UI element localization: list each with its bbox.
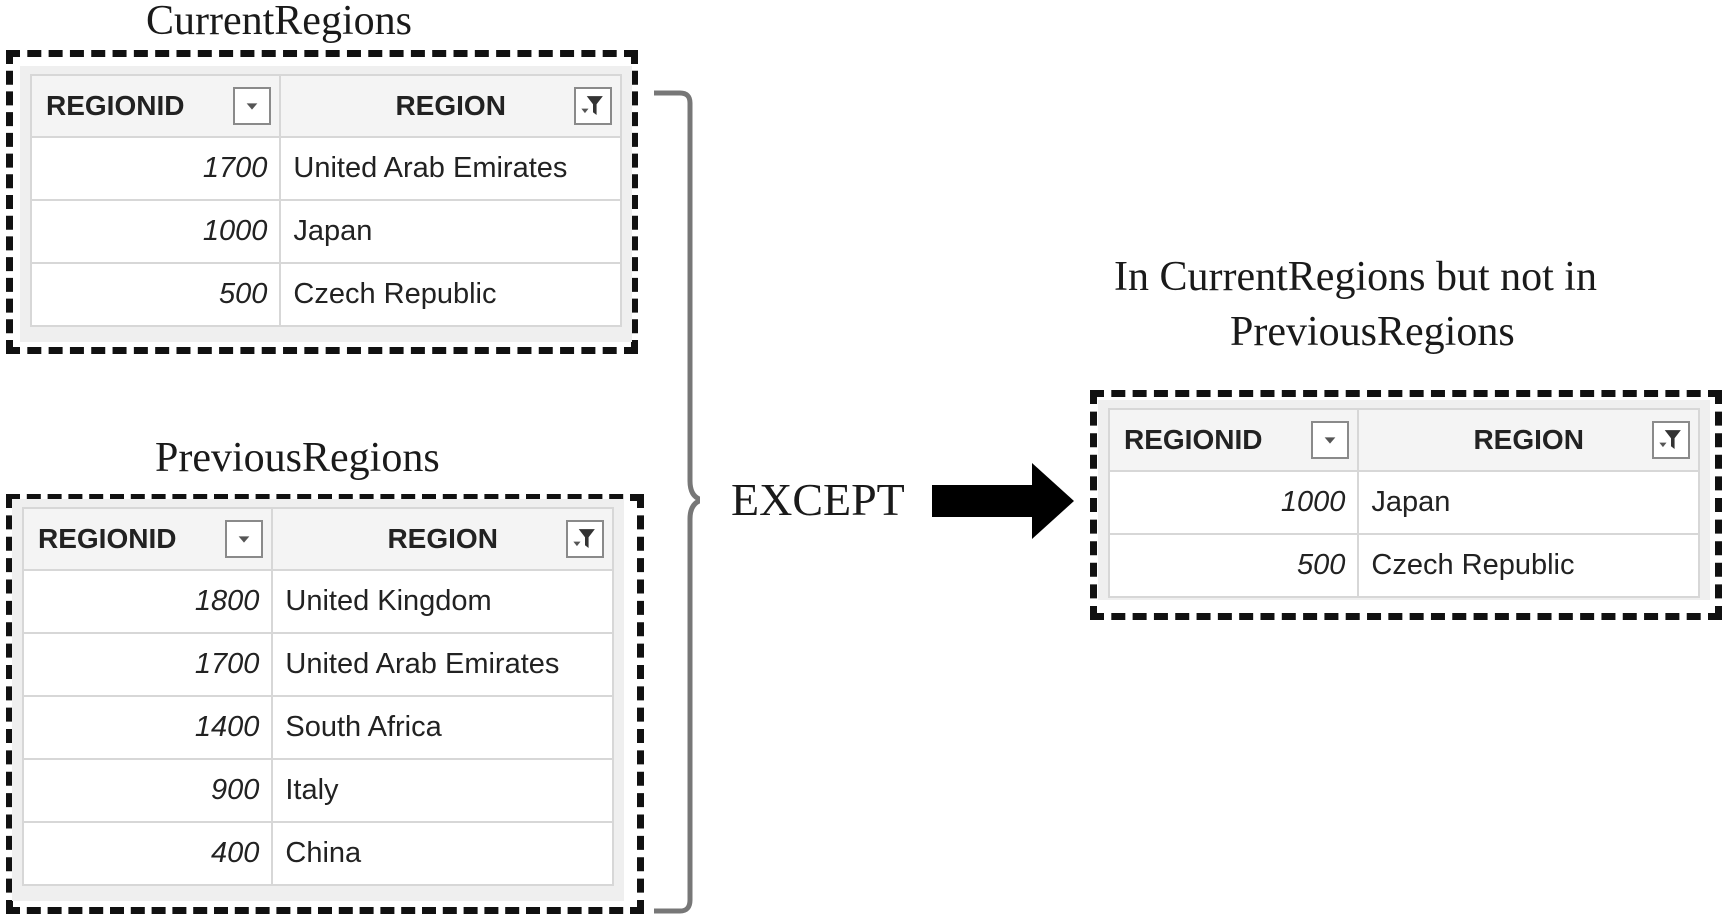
regionid-cell: 1000	[29, 199, 282, 264]
regionid-cell: 500	[1107, 533, 1360, 598]
regionid-cell: 500	[29, 262, 282, 327]
previous-regions-grid: REGIONID REGION 1800 United Kingdom	[12, 499, 624, 901]
grouping-brace	[654, 90, 700, 914]
header-row: REGIONID REGION	[1107, 408, 1700, 472]
header-row: REGIONID REGION	[29, 74, 622, 138]
column-header-label: REGIONID	[46, 90, 185, 121]
regionid-cell: 1400	[21, 695, 274, 760]
current-regions-grid: REGIONID REGION 1700 United Arab Emirate…	[20, 66, 632, 342]
table-row: 400 China	[21, 821, 614, 886]
result-frame	[1090, 390, 1722, 620]
result-grid: REGIONID REGION 1000 Japan 500	[1098, 400, 1710, 600]
region-cell: Italy	[271, 758, 614, 823]
filter-icon[interactable]	[566, 520, 604, 558]
filter-icon[interactable]	[574, 87, 612, 125]
result-title-line: PreviousRegions	[1230, 308, 1515, 355]
region-cell: United Kingdom	[271, 569, 614, 634]
previous-regions-table: REGIONID REGION 1800 United Kingdom	[21, 507, 614, 886]
regionid-column-header[interactable]: REGIONID	[1107, 408, 1360, 472]
result-table: REGIONID REGION 1000 Japan 500	[1107, 408, 1700, 598]
column-header-label: REGION	[395, 90, 506, 121]
result-title: In CurrentRegions but not in PreviousReg…	[1114, 250, 1725, 359]
regionid-column-header[interactable]: REGIONID	[21, 507, 274, 571]
table-row: 1700 United Arab Emirates	[29, 136, 622, 201]
region-cell: South Africa	[271, 695, 614, 760]
region-column-header[interactable]: REGION	[279, 74, 622, 138]
region-cell: Japan	[1357, 470, 1700, 535]
previous-regions-title: PreviousRegions	[155, 435, 440, 481]
region-cell: Czech Republic	[1357, 533, 1700, 598]
dropdown-icon[interactable]	[1311, 421, 1350, 459]
table-row: 1400 South Africa	[21, 695, 614, 760]
table-row: 500 Czech Republic	[1107, 533, 1700, 598]
regionid-cell: 1800	[21, 569, 274, 634]
region-cell: Czech Republic	[279, 262, 622, 327]
header-row: REGIONID REGION	[21, 507, 614, 571]
table-row: 1000 Japan	[1107, 470, 1700, 535]
table-row: 1800 United Kingdom	[21, 569, 614, 634]
current-regions-table: REGIONID REGION 1700 United Arab Emirate…	[29, 74, 622, 327]
region-cell: Japan	[279, 199, 622, 264]
dropdown-icon[interactable]	[233, 87, 272, 125]
regionid-cell: 1700	[21, 632, 274, 697]
table-row: 1700 United Arab Emirates	[21, 632, 614, 697]
column-header-label: REGIONID	[1124, 424, 1263, 455]
table-row: 900 Italy	[21, 758, 614, 823]
region-cell: China	[271, 821, 614, 886]
table-row: 1000 Japan	[29, 199, 622, 264]
regionid-column-header[interactable]: REGIONID	[29, 74, 282, 138]
regionid-cell: 1700	[29, 136, 282, 201]
table-row: 500 Czech Republic	[29, 262, 622, 327]
current-regions-title: CurrentRegions	[146, 0, 412, 44]
result-arrow-icon	[932, 463, 1074, 539]
region-column-header[interactable]: REGION	[1357, 408, 1700, 472]
region-cell: United Arab Emirates	[271, 632, 614, 697]
filter-icon[interactable]	[1652, 421, 1690, 459]
region-cell: United Arab Emirates	[279, 136, 622, 201]
column-header-label: REGION	[387, 523, 498, 554]
region-column-header[interactable]: REGION	[271, 507, 614, 571]
regionid-cell: 1000	[1107, 470, 1360, 535]
result-title-line: In CurrentRegions but not in	[1114, 254, 1597, 300]
column-header-label: REGIONID	[38, 523, 177, 554]
column-header-label: REGION	[1473, 424, 1584, 455]
previous-regions-frame	[6, 494, 644, 914]
dropdown-icon[interactable]	[225, 520, 264, 558]
except-operator-label: EXCEPT	[731, 474, 905, 525]
current-regions-frame	[6, 50, 638, 354]
regionid-cell: 900	[21, 758, 274, 823]
regionid-cell: 400	[21, 821, 274, 886]
